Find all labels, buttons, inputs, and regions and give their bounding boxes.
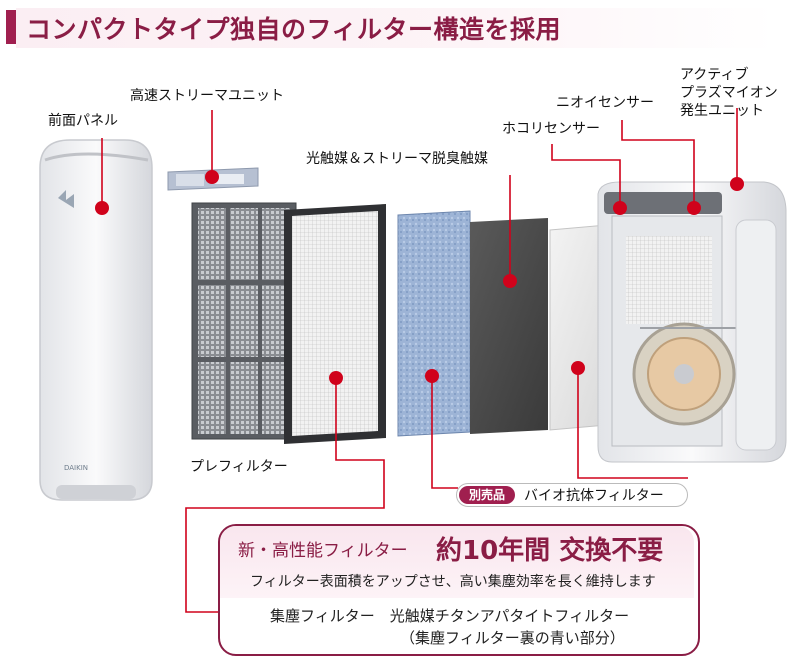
label-front-panel: 前面パネル [48, 113, 118, 129]
callout-headline: 約10年間 交換不要 [436, 536, 664, 566]
separate-item-text: バイオ抗体フィルター [524, 488, 664, 504]
main-unit [597, 181, 787, 463]
callout-filter-note: （集塵フィルター裏の青い部分） [400, 629, 625, 647]
streamer-logo-icon [58, 190, 74, 208]
photocatalyst-titanium-marker [425, 369, 439, 383]
front-panel-unit: DAIKIN [39, 139, 153, 501]
dust-filter-marker [329, 371, 343, 385]
markers [95, 170, 744, 385]
brand-logo-text: DAIKIN [64, 464, 88, 472]
leader-lines [101, 108, 738, 613]
photocatalyst-filter-part [397, 210, 471, 437]
bio-filter-marker [571, 361, 585, 375]
page-title: コンパクトタイプ独自のフィルター構造を採用 [26, 15, 562, 44]
label-active-plasma-1: アクティブ [680, 67, 749, 83]
active-plasma-marker [730, 177, 744, 191]
header-background [16, 8, 776, 48]
label-pre-filter: プレフィルター [190, 459, 288, 475]
separate-item-tag: 別売品 [459, 486, 515, 504]
label-active-plasma-2: プラズマイオン [680, 85, 778, 101]
photocatalyst-marker [503, 274, 517, 288]
label-dust-sensor: ホコリセンサー [502, 121, 600, 137]
label-streamer-unit: 高速ストリーマユニット [130, 88, 284, 104]
callout-description: フィルター表面積をアップさせ、高い集塵効率を長く維持します [250, 574, 656, 590]
label-active-plasma-3: 発生ユニット [680, 103, 764, 119]
streamer-unit-marker [205, 170, 219, 184]
pre-filter-part [191, 202, 297, 440]
label-photocatalyst-filter: 光触媒＆ストリーマ脱臭触媒 [306, 151, 488, 167]
callout-highlight [220, 526, 694, 598]
header-accent-bar [6, 10, 16, 44]
deodorizing-filter-part [470, 218, 548, 434]
callout-filter-names: 集塵フィルター 光触媒チタンアパタイトフィルター [270, 607, 630, 625]
front-panel-marker [95, 201, 109, 215]
callout-subtitle: 新・高性能フィルター [238, 541, 408, 561]
dust-sensor-marker [613, 201, 627, 215]
header: コンパクトタイプ独自のフィルター構造を採用 [0, 0, 800, 50]
odor-sensor-marker [687, 201, 701, 215]
dust-filter-part [284, 204, 386, 444]
label-odor-sensor: ニオイセンサー [556, 95, 654, 111]
